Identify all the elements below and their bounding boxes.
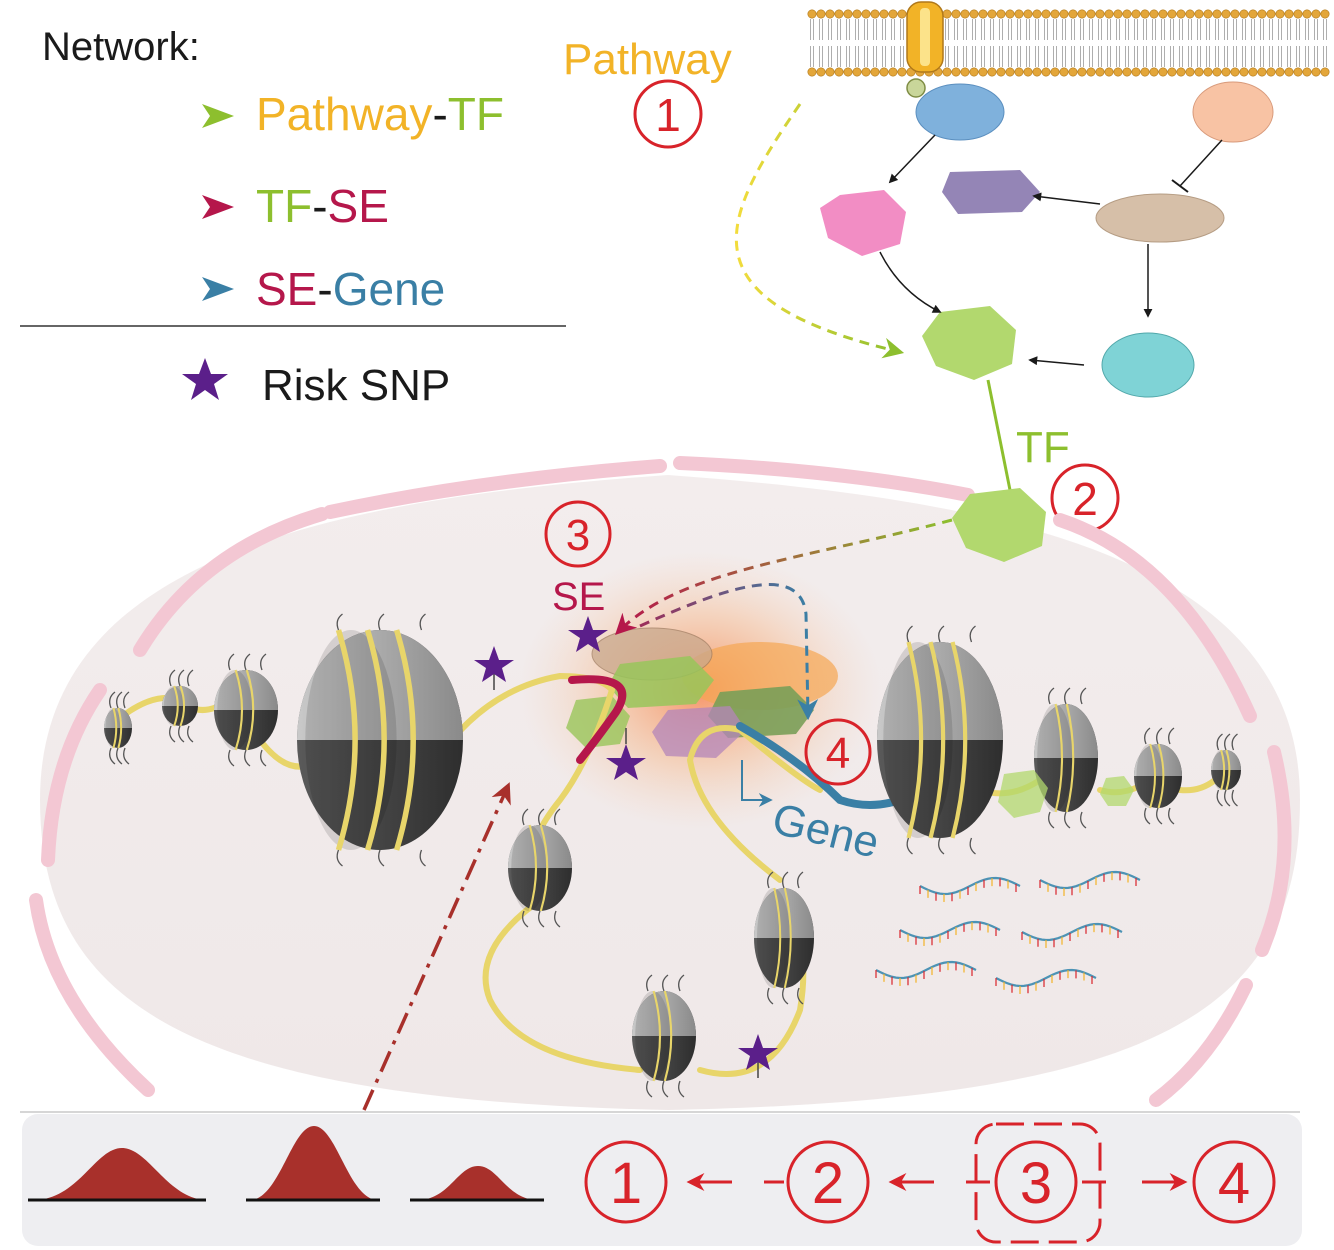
legend-part-tf: TF [448,88,504,140]
legend-title: Network: [42,25,200,69]
legend-part-se: SE [256,263,317,315]
step-1-marker: 1 [633,79,703,149]
legend-se-gene-label: SE-Gene [256,263,445,315]
star-icon [182,358,228,400]
legend-snp-label: Risk SNP [262,361,450,410]
protein-tf-cyto [922,306,1016,380]
svg-text:4: 4 [826,729,850,778]
legend-part-tf: TF [256,180,312,232]
legend-pathway-tf-label: Pathway-TF [256,88,504,140]
tf-label: TF [1016,423,1070,472]
legend-item-tf-se: TF-SE [40,180,389,232]
svg-text:4: 4 [1218,1151,1250,1216]
legend: Network: Pathway-TF TF-SE SE-Gene [20,25,566,410]
svg-text:3: 3 [566,511,590,560]
protein-purple [942,170,1040,214]
legend-part-dash: - [432,88,447,140]
tf-bound-2 [1100,776,1134,806]
flow-step-4: 4 [1192,1140,1276,1224]
legend-item-se-gene: SE-Gene [40,263,445,315]
peak-curve [410,1166,544,1202]
flow-step-2: 2 [764,1140,870,1224]
svg-text:2: 2 [812,1151,844,1216]
svg-text:2: 2 [1072,473,1098,525]
se-dna-segment [568,675,627,764]
tf-se-arrow [615,518,953,635]
flow-step-1: 1 [584,1140,668,1224]
tf-bound-1 [998,770,1048,818]
star-icon [474,646,514,690]
svg-text:1: 1 [655,89,681,141]
gene-dna-segment [736,722,904,809]
nucleosome-group [104,613,1241,1098]
bottom-panel: 1 2 3 4 [20,1111,1302,1246]
legend-part-pathway: Pathway [256,88,432,140]
pathway-tf-arrow [734,103,905,359]
peak-curve [246,1126,380,1202]
pathway-proteins [820,81,1274,398]
legend-se-gene-arrowhead [202,277,234,301]
legend-part-dash: - [312,180,327,232]
step-2-marker: 2 [1050,463,1120,533]
legend-part-gene: Gene [333,263,446,315]
pathway-label: Pathway [563,35,732,84]
se-label: SE [552,575,605,619]
protein-tan [1095,193,1225,243]
legend-item-risk-snp: Risk SNP [182,358,450,410]
risk-snp-markers [474,616,778,1078]
legend-part-se: SE [328,180,389,232]
legend-tf-se-arrowhead [202,195,234,219]
tf-nuclear [952,488,1046,562]
peak-curve [28,1148,206,1202]
rna-transcripts [875,870,1141,994]
star-icon [738,1034,778,1078]
ion-channel [906,1,944,98]
star-icon [568,616,608,652]
legend-pathway-tf-arrowhead [202,104,234,128]
protein-pink [820,190,906,256]
step-4-marker: 4 [804,718,872,786]
risk-signal-arrow [362,782,511,1111]
step-3-marker: 3 [544,500,612,568]
svg-text:1: 1 [610,1151,642,1216]
star-icon [606,728,646,780]
protein-peach [1192,81,1274,143]
legend-part-dash: - [317,263,332,315]
protein-teal [1101,332,1195,398]
tss-arrow [741,760,773,807]
cell-membrane [807,9,1330,77]
legend-tf-se-label: TF-SE [256,180,389,232]
legend-item-pathway-tf: Pathway-TF [40,88,504,140]
svg-text:3: 3 [1020,1151,1052,1216]
flow-step-3: 3 [966,1122,1106,1244]
protein-blue [915,83,1005,141]
se-gene-arrow [639,583,819,721]
